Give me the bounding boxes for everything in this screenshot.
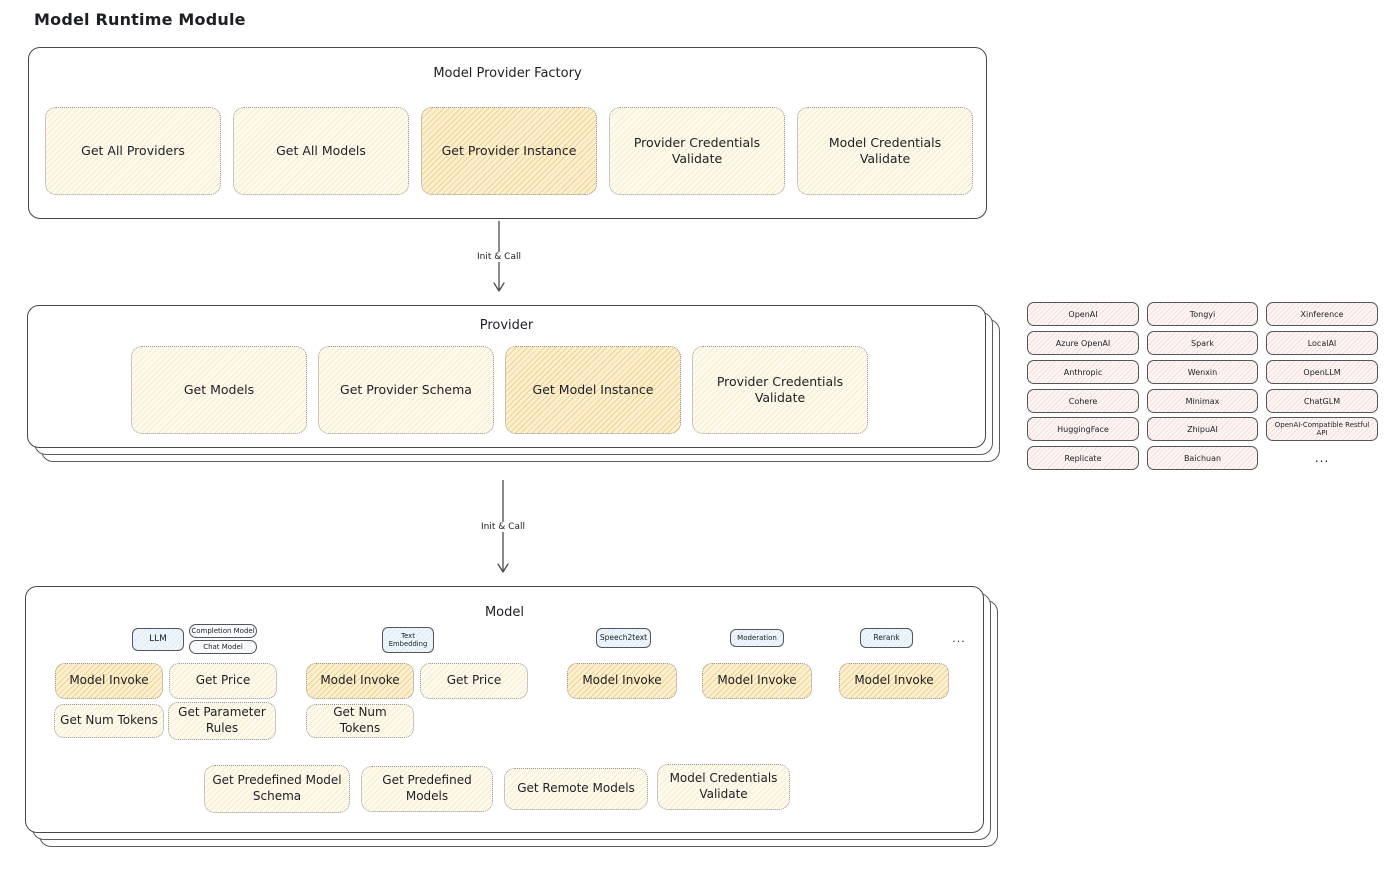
provider-list-ellipsis: ... [1314, 451, 1330, 465]
node-speech2text-model-invoke: Model Invoke [567, 663, 677, 699]
pill-openllm: OpenLLM [1266, 360, 1378, 384]
arrow-label-init-call-1: Init & Call [473, 252, 525, 262]
node-get-predefined-model-schema: Get Predefined Model Schema [204, 765, 350, 813]
node-embedding-get-price: Get Price [420, 663, 528, 699]
pill-anthropic: Anthropic [1027, 360, 1139, 384]
node-get-all-providers: Get All Providers [45, 107, 221, 195]
pill-xinference: Xinference [1266, 302, 1378, 326]
pill-minimax: Minimax [1147, 389, 1258, 413]
node-provider-credentials-validate-2: Provider Credentials Validate [692, 346, 868, 434]
node-get-remote-models: Get Remote Models [504, 768, 648, 810]
pill-baichuan: Baichuan [1147, 446, 1258, 470]
tab-completion-model: Completion Model [189, 624, 257, 638]
node-provider-credentials-validate: Provider Credentials Validate [609, 107, 785, 195]
model-container: Model LLM Completion Model Chat Model Te… [25, 586, 984, 833]
pill-chatglm: ChatGLM [1266, 389, 1378, 413]
node-model-credentials-validate: Model Credentials Validate [797, 107, 973, 195]
node-embedding-model-invoke: Model Invoke [306, 663, 414, 699]
node-rerank-model-invoke: Model Invoke [839, 663, 949, 699]
pill-openai-compatible-restful-api: OpenAI-Compatible Restful API [1266, 417, 1378, 441]
tab-chat-model: Chat Model [189, 640, 257, 654]
node-llm-model-invoke: Model Invoke [55, 663, 163, 699]
pill-replicate: Replicate [1027, 446, 1139, 470]
node-get-predefined-models: Get Predefined Models [361, 766, 493, 812]
node-get-all-models: Get All Models [233, 107, 409, 195]
node-moderation-model-invoke: Model Invoke [702, 663, 812, 699]
node-embedding-get-num-tokens: Get Num Tokens [306, 704, 414, 738]
pill-wenxin: Wenxin [1147, 360, 1258, 384]
model-title: Model [484, 605, 525, 620]
pill-localai: LocalAI [1266, 331, 1378, 355]
node-llm-get-num-tokens: Get Num Tokens [54, 704, 164, 738]
pill-huggingface: HuggingFace [1027, 417, 1139, 441]
model-tabs-ellipsis: ... [952, 631, 966, 645]
pill-spark: Spark [1147, 331, 1258, 355]
tab-llm: LLM [132, 628, 184, 651]
node-llm-get-price: Get Price [169, 663, 277, 699]
provider-title: Provider [479, 318, 534, 333]
node-llm-get-parameter-rules: Get Parameter Rules [168, 702, 276, 740]
node-get-provider-schema: Get Provider Schema [318, 346, 494, 434]
page-title: Model Runtime Module [34, 10, 246, 29]
arrow-label-init-call-2: Init & Call [477, 522, 529, 532]
pill-cohere: Cohere [1027, 389, 1139, 413]
pill-azure-openai: Azure OpenAI [1027, 331, 1139, 355]
pill-openai: OpenAI [1027, 302, 1139, 326]
factory-container: Model Provider Factory Get All Providers… [28, 47, 987, 219]
provider-container: Provider Get Models Get Provider Schema … [27, 305, 986, 448]
pill-tongyi: Tongyi [1147, 302, 1258, 326]
pill-zhipuai: ZhipuAI [1147, 417, 1258, 441]
node-get-model-instance: Get Model Instance [505, 346, 681, 434]
factory-title: Model Provider Factory [433, 66, 582, 81]
tab-text-embedding: Text Embedding [382, 627, 434, 653]
tab-rerank: Rerank [860, 628, 913, 648]
node-get-models: Get Models [131, 346, 307, 434]
tab-moderation: Moderation [730, 629, 784, 647]
node-model-credentials-validate-2: Model Credentials Validate [657, 764, 790, 810]
tab-speech2text: Speech2text [596, 628, 651, 648]
node-get-provider-instance: Get Provider Instance [421, 107, 597, 195]
